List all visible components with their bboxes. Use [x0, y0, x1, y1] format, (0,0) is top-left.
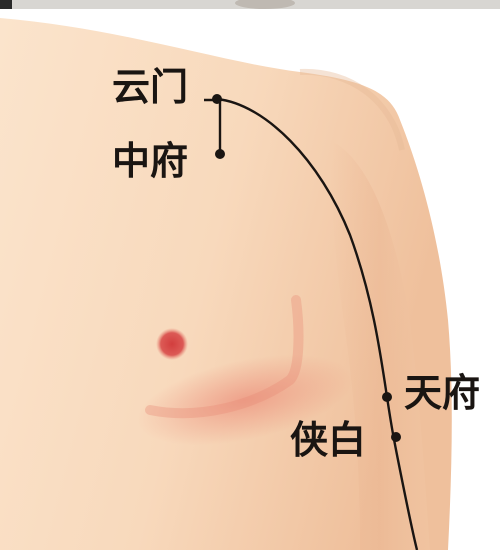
acupoint-label-yunmen: 云门: [112, 68, 188, 106]
acupoint-label-tianfu: 天府: [404, 374, 480, 412]
nipple: [156, 328, 188, 360]
acupoint-dot-icon: [382, 392, 392, 402]
acupoint-dot-icon: [215, 149, 225, 159]
acupoint-label-zhongfu: 中府: [112, 142, 188, 180]
acupoint-dot-icon: [391, 432, 401, 442]
top-crop-dark: [0, 0, 12, 9]
acupoint-label-xiabai: 侠白: [290, 421, 366, 459]
acupoint-dot-icon: [212, 94, 222, 104]
